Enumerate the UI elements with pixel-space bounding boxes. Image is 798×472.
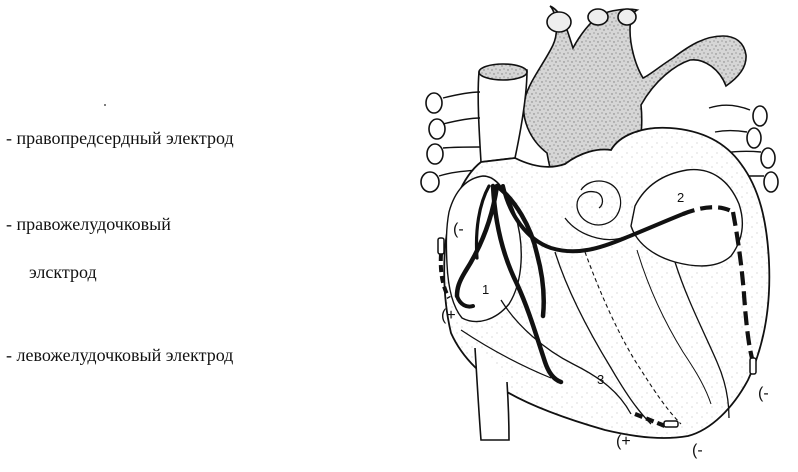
svc-opening xyxy=(479,64,527,80)
stray-dot xyxy=(104,104,106,106)
vessel-opening-3 xyxy=(618,9,636,25)
vein-left-2 xyxy=(429,119,445,139)
polarity-ra-minus: (- xyxy=(453,221,464,238)
vein-left-3 xyxy=(427,144,443,164)
vein-right-2 xyxy=(747,128,761,148)
polarity-ra-plus: (+ xyxy=(441,307,456,324)
lead-2-tip xyxy=(750,358,756,374)
polarity-rv-minus: (- xyxy=(692,442,703,459)
lead-label-3: 3 xyxy=(597,372,604,387)
legend-right-atrial-electrode: - правопредсердный электрод xyxy=(6,129,234,147)
polarity-rv-plus: (+ xyxy=(616,433,631,450)
superior-vena-cava xyxy=(478,69,527,162)
polarity-lv-minus: (- xyxy=(758,385,769,402)
lead-3-tip xyxy=(664,421,678,427)
vein-left-4 xyxy=(421,172,439,192)
vein-right-1 xyxy=(753,106,767,126)
vessel-opening-1 xyxy=(547,12,571,32)
legend-right-ventricular-electrode-line2: элсктрод xyxy=(29,263,97,281)
lead-1-tip xyxy=(438,238,444,254)
vein-right-4 xyxy=(764,172,778,192)
legend-left-ventricular-electrode: - левожелудочковый электрод xyxy=(6,346,233,364)
vein-right-3 xyxy=(761,148,775,168)
vein-left-1 xyxy=(426,93,442,113)
lead-label-2: 2 xyxy=(677,190,684,205)
lead-label-1: 1 xyxy=(482,282,489,297)
heart-diagram-svg: 1 2 3 (- (+ (+ (- (- xyxy=(405,0,798,467)
legend-right-ventricular-electrode: - правожелудочковый xyxy=(6,215,171,233)
heart-diagram: 1 2 3 (- (+ (+ (- (- xyxy=(405,0,798,467)
vessel-opening-2 xyxy=(588,9,608,25)
